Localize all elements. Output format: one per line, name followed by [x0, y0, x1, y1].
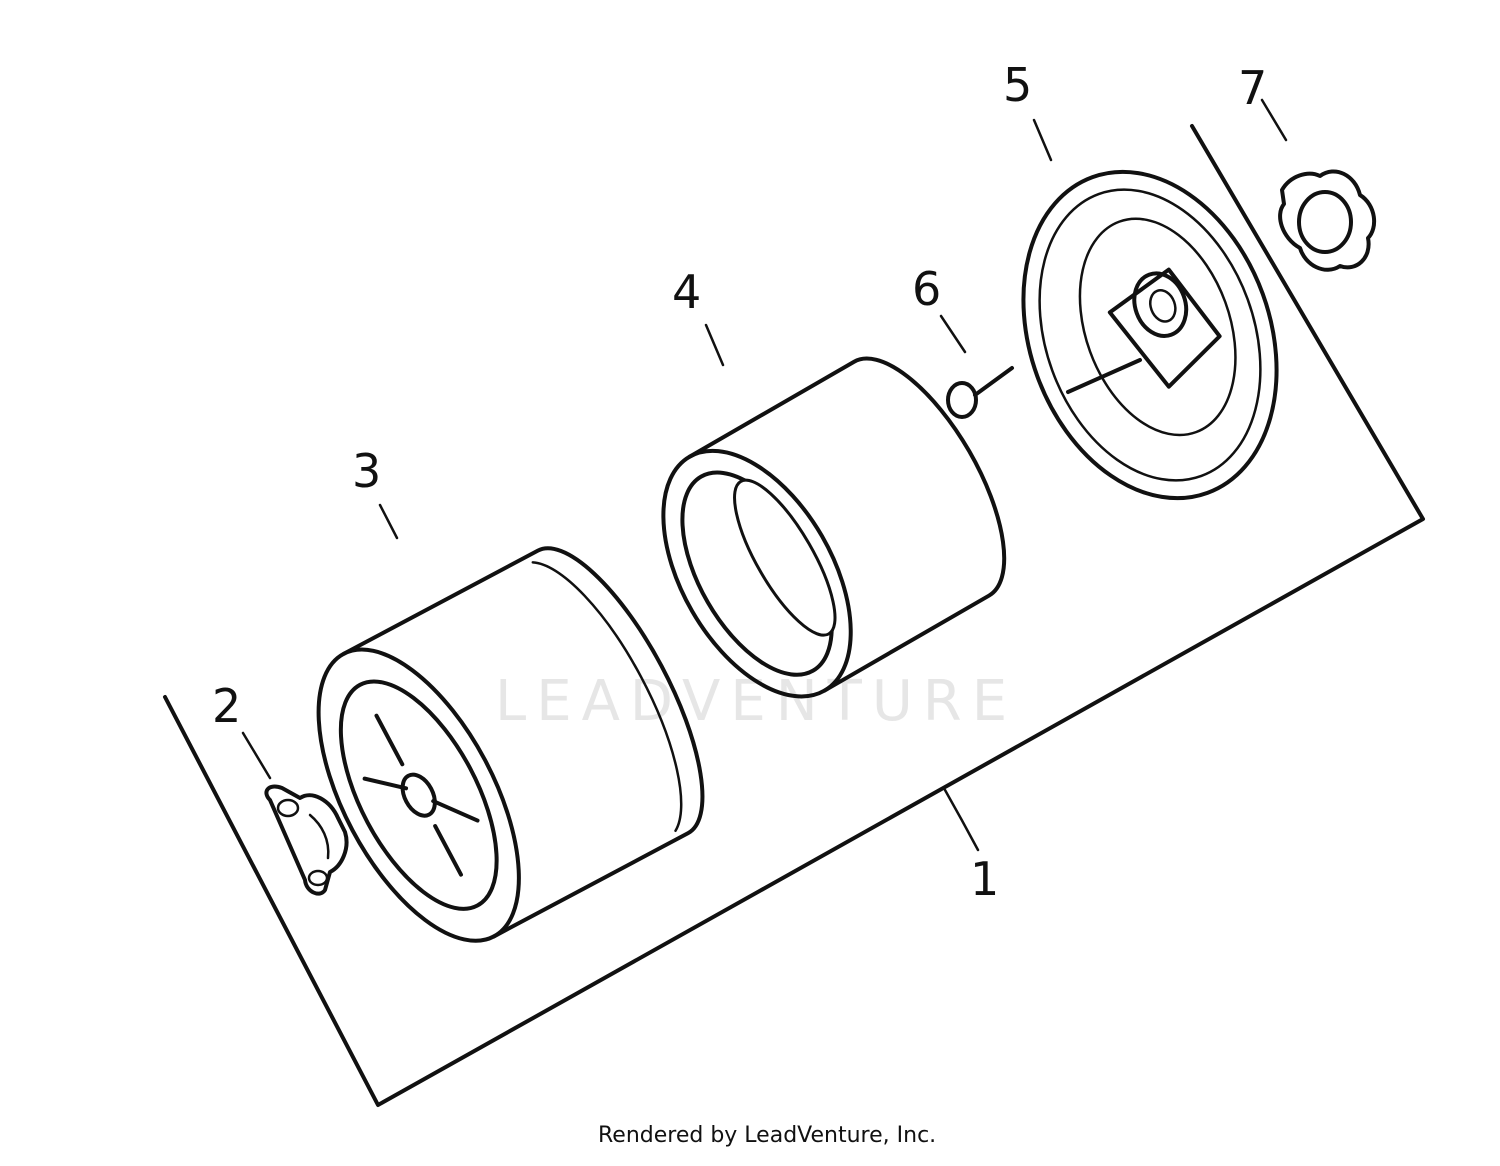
callout-2: 2 — [212, 679, 241, 733]
callout-6: 6 — [912, 262, 941, 316]
part-3-cover — [316, 503, 705, 943]
callout-3: 3 — [352, 444, 381, 498]
callout-5: 5 — [1003, 58, 1032, 112]
part-5-base-plate — [1021, 118, 1279, 501]
part-6-screw — [939, 314, 1014, 419]
callout-1: 1 — [970, 852, 999, 906]
assembly-bracket — [163, 124, 1425, 1107]
callout-7: 7 — [1238, 61, 1267, 115]
footer-attribution: Rendered by LeadVenture, Inc. — [598, 1123, 936, 1148]
part-2-wing-nut — [241, 731, 349, 896]
part-4-filter-element — [661, 323, 1007, 699]
part-7-gasket — [1260, 98, 1377, 272]
callout-4: 4 — [672, 265, 701, 319]
